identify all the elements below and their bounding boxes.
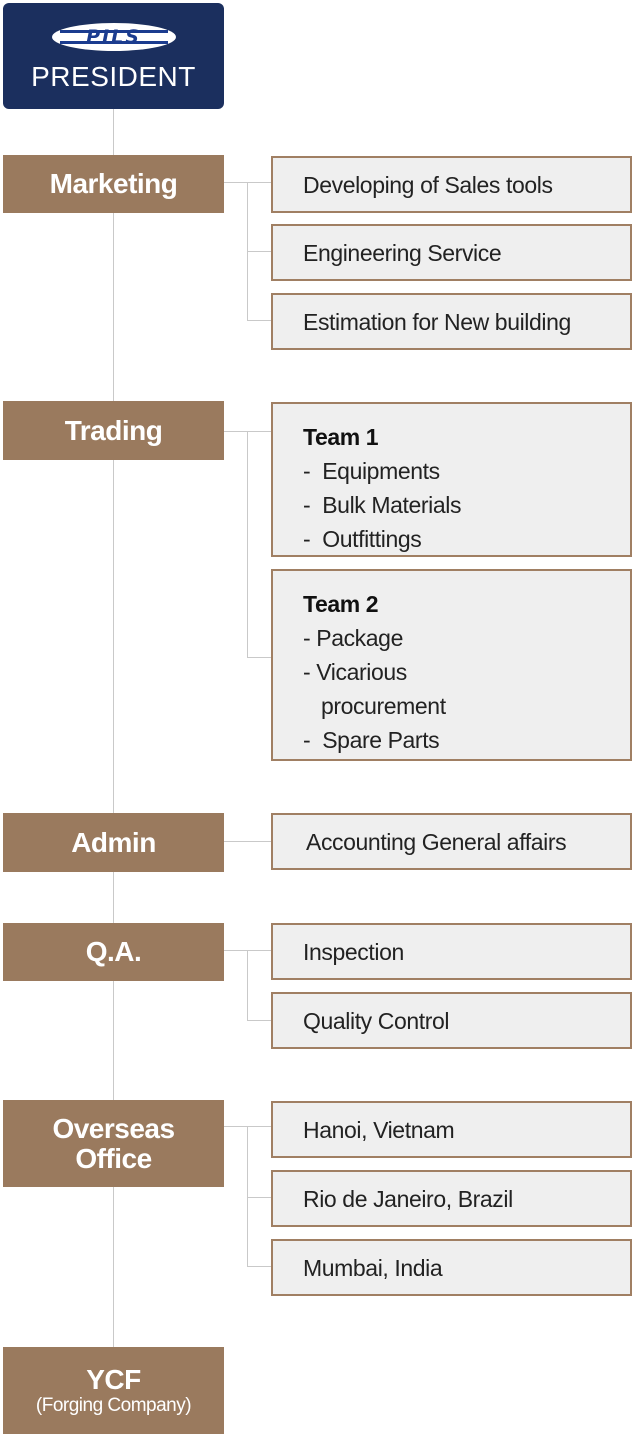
- team-1-box: Team 1 - Equipments - Bulk Materials - O…: [271, 402, 632, 557]
- dept-label-line1: Overseas: [52, 1112, 175, 1144]
- connector: [247, 431, 248, 657]
- team-item: - Package: [303, 625, 403, 651]
- connector: [247, 251, 271, 252]
- team-item: - Bulk Materials: [303, 492, 462, 518]
- function-box: Hanoi, Vietnam: [271, 1101, 632, 1158]
- team-item: - Equipments: [303, 458, 440, 484]
- dept-label-line2: Office: [75, 1142, 152, 1174]
- team-title: Team 1: [303, 424, 379, 450]
- connector: [224, 841, 271, 842]
- president-box: PILS PRESIDENT: [3, 3, 224, 109]
- function-box: Developing of Sales tools: [271, 156, 632, 213]
- function-box: Engineering Service: [271, 224, 632, 281]
- function-label: Rio de Janeiro, Brazil: [303, 1185, 513, 1212]
- dept-label: Marketing: [49, 168, 178, 199]
- function-box: Quality Control: [271, 992, 632, 1049]
- function-label: Inspection: [303, 938, 404, 965]
- function-label: Estimation for New building: [303, 308, 571, 335]
- dept-label: Admin: [71, 826, 156, 858]
- function-label: Hanoi, Vietnam: [303, 1116, 455, 1143]
- function-label: Quality Control: [303, 1007, 450, 1034]
- dept-ycf: YCF (Forging Company): [3, 1347, 224, 1434]
- connector: [247, 1266, 271, 1267]
- president-title: PRESIDENT: [31, 61, 196, 92]
- team-item: - Vicarious: [303, 659, 407, 685]
- dept-sublabel: (Forging Company): [35, 1394, 192, 1416]
- connector: [247, 1197, 271, 1198]
- pils-logo: PILS: [51, 23, 176, 51]
- connector: [247, 1126, 248, 1266]
- function-label: Accounting General affairs: [306, 828, 567, 855]
- main-trunk-line: [113, 109, 114, 1347]
- function-box: Rio de Janeiro, Brazil: [271, 1170, 632, 1227]
- dept-marketing: Marketing: [3, 155, 224, 213]
- function-label: Developing of Sales tools: [303, 171, 553, 198]
- logo-text: PILS: [86, 25, 141, 48]
- connector: [247, 1020, 271, 1021]
- team-item: procurement: [303, 693, 446, 719]
- dept-overseas-office: Overseas Office: [3, 1100, 224, 1187]
- connector: [247, 950, 248, 1020]
- connector: [247, 320, 271, 321]
- team-item: - Spare Parts: [303, 727, 440, 753]
- function-box: Mumbai, India: [271, 1239, 632, 1296]
- team-item: - Outfittings: [303, 526, 422, 552]
- dept-trading: Trading: [3, 401, 224, 460]
- dept-qa: Q.A.: [3, 923, 224, 981]
- dept-label: YCF: [86, 1363, 141, 1395]
- connector: [247, 657, 271, 658]
- dept-admin: Admin: [3, 813, 224, 872]
- function-box: Inspection: [271, 923, 632, 980]
- team-2-box: Team 2 - Package - Vicarious procurement…: [271, 569, 632, 761]
- function-box: Estimation for New building: [271, 293, 632, 350]
- dept-label: Trading: [64, 414, 163, 446]
- function-box: Accounting General affairs: [271, 813, 632, 870]
- function-label: Engineering Service: [303, 239, 502, 266]
- function-label: Mumbai, India: [303, 1254, 443, 1281]
- dept-label: Q.A.: [85, 936, 142, 967]
- team-title: Team 2: [303, 591, 379, 617]
